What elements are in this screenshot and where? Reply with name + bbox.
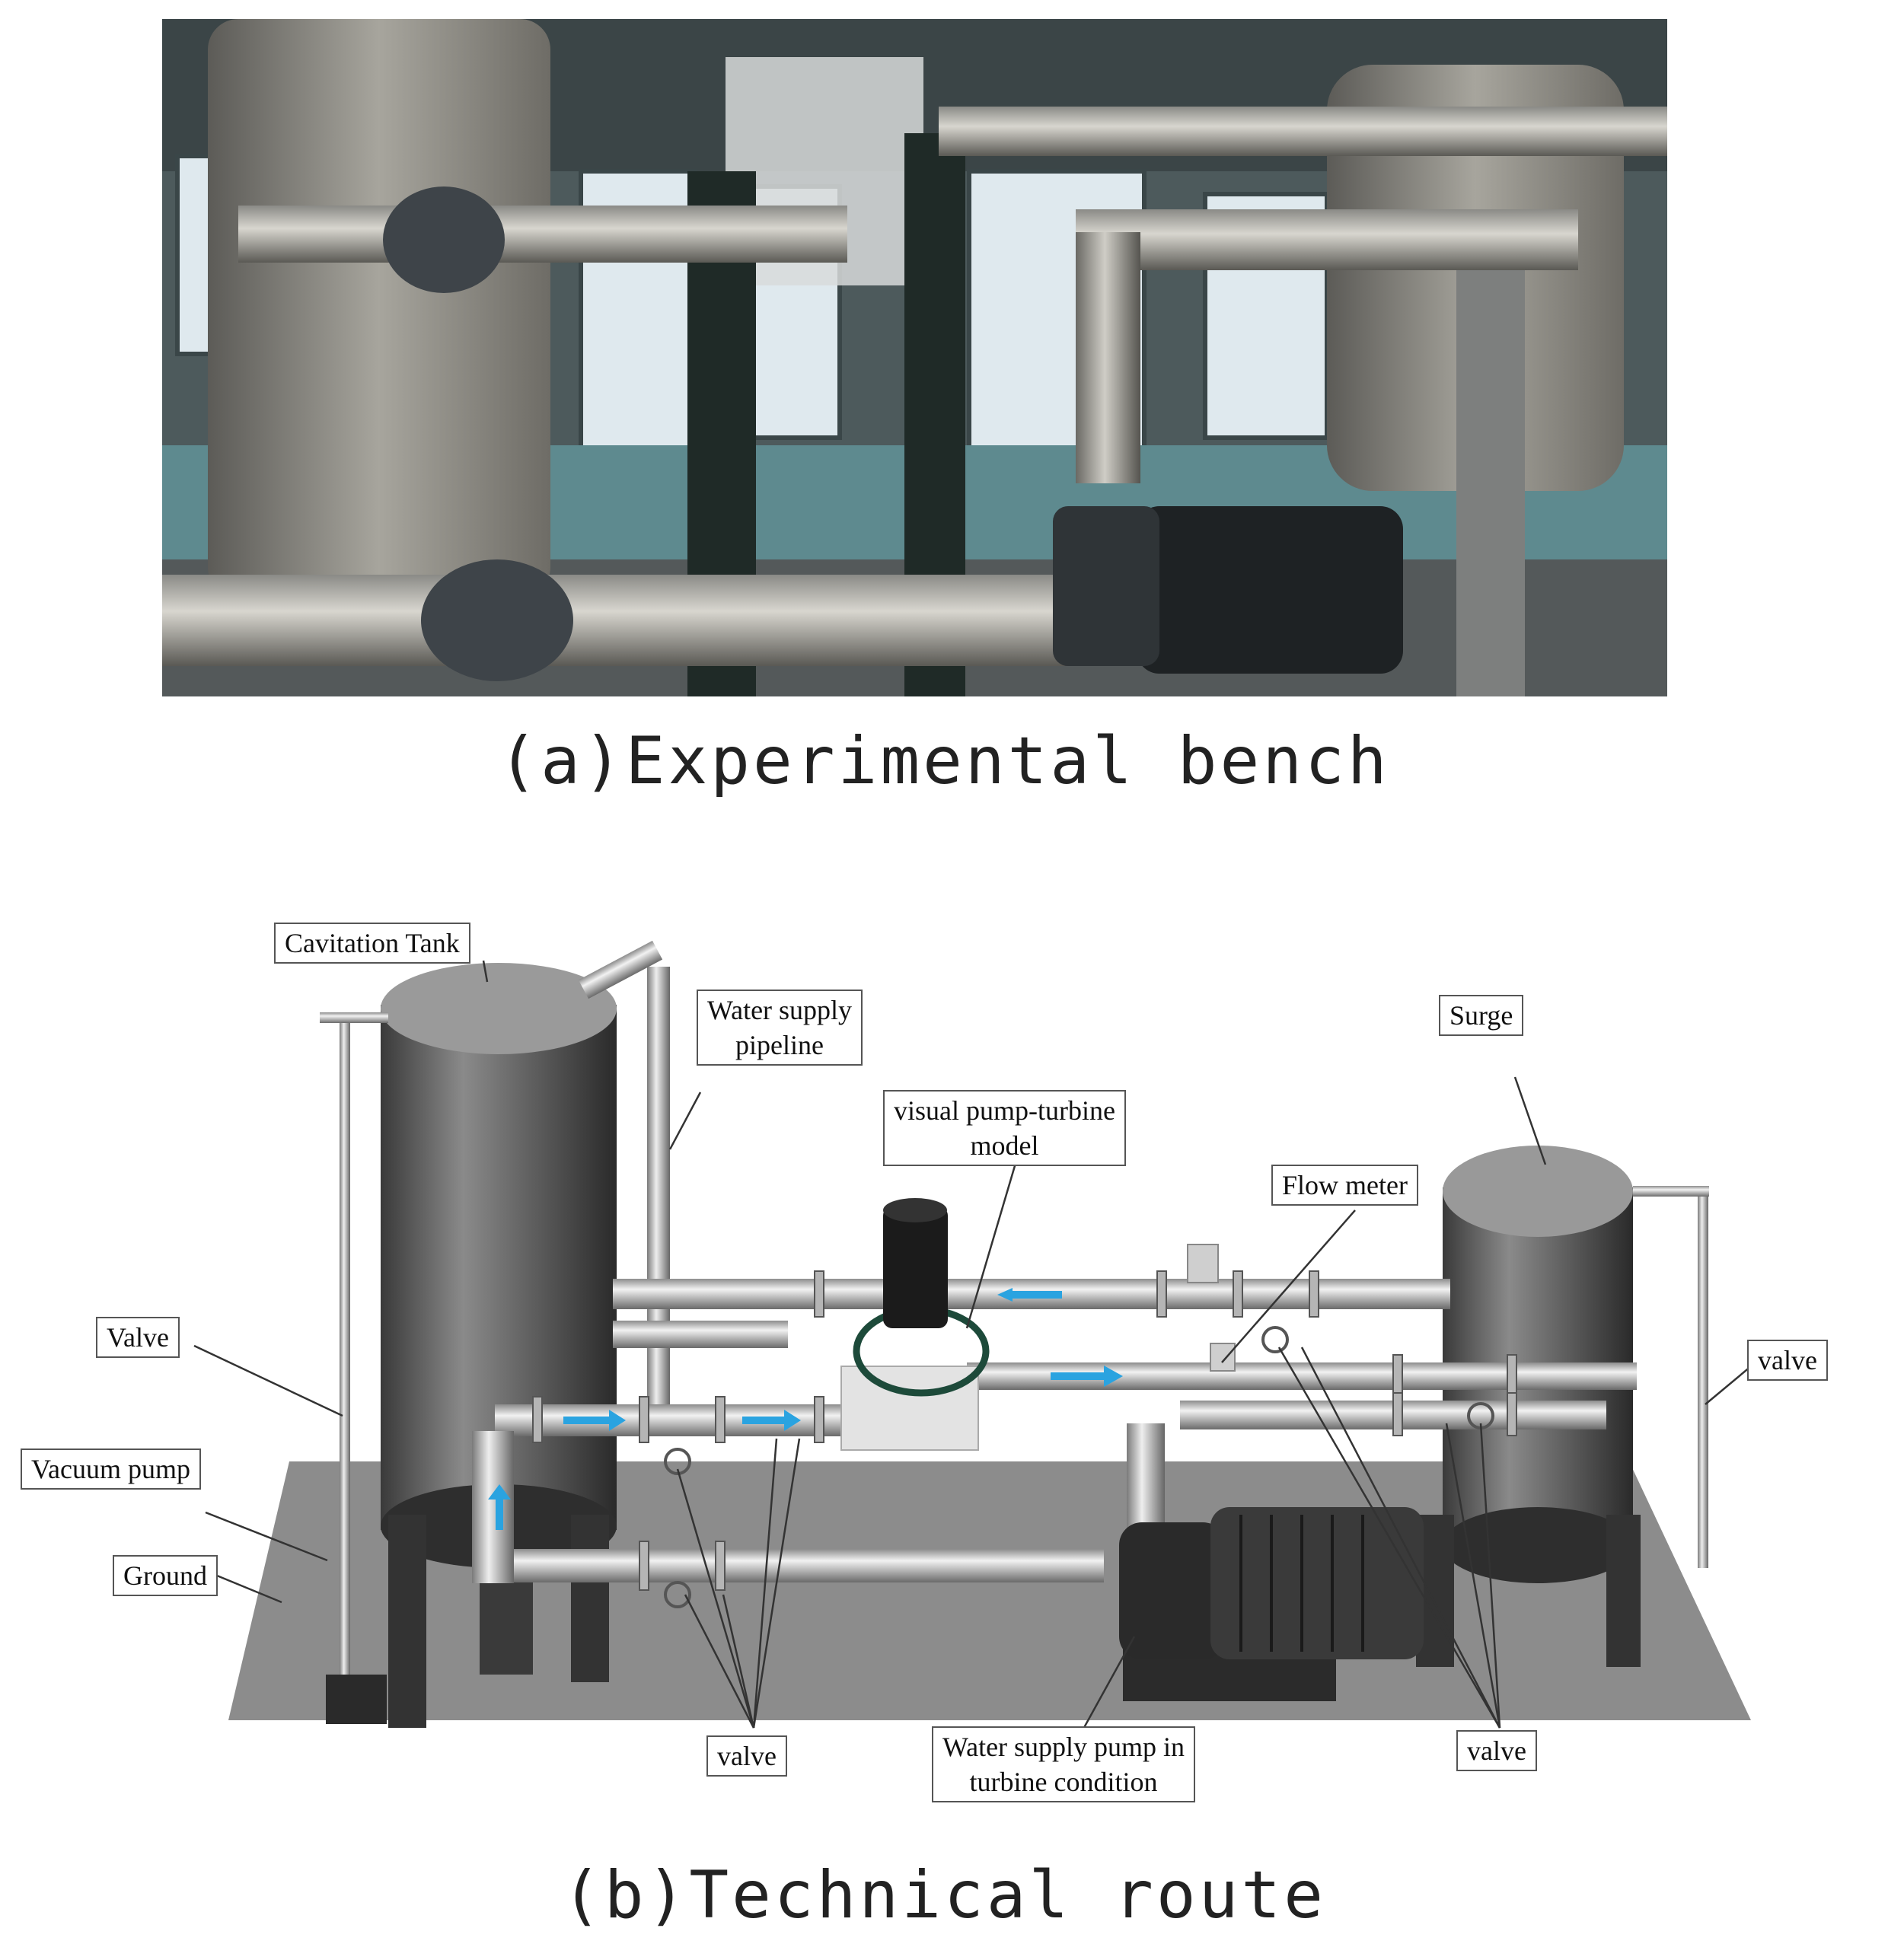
vacuum-line-pipe xyxy=(340,1020,350,1682)
visual-model-housing xyxy=(840,1366,979,1451)
label-visual-model-line1: visual pump-turbine xyxy=(894,1095,1115,1126)
surge-vent-pipe xyxy=(1698,1195,1708,1568)
visual-model-motor xyxy=(883,1206,948,1328)
label-flow-meter: Flow meter xyxy=(1271,1165,1418,1206)
support-beam-right xyxy=(1456,270,1525,696)
surge-tank-leg-right xyxy=(1606,1515,1641,1667)
technical-route-diagram xyxy=(193,940,1752,1748)
cavitation-tank-top xyxy=(381,963,617,1054)
surge-vent-top xyxy=(1633,1186,1709,1197)
left-riser xyxy=(472,1431,514,1583)
label-visual-model-line2: model xyxy=(970,1130,1039,1161)
caption-technical-route: (b)Technical route xyxy=(562,1857,1326,1933)
label-visual-pump-turbine-model: visual pump-turbine model xyxy=(883,1090,1126,1166)
label-water-supply-line2: pipeline xyxy=(735,1030,824,1060)
pump-riser xyxy=(1127,1423,1165,1538)
lower-supply-pipe xyxy=(495,1404,860,1436)
water-supply-vertical xyxy=(647,967,670,1416)
vacuum-pump-box xyxy=(326,1675,387,1724)
motor-fins xyxy=(1239,1515,1364,1652)
pipe-flanges xyxy=(532,1270,1517,1591)
label-water-supply-pump: Water supply pump in turbine condition xyxy=(932,1726,1196,1802)
label-surge: Surge xyxy=(1439,995,1524,1036)
label-ground: Ground xyxy=(113,1555,218,1596)
supply-pump-motor xyxy=(1210,1507,1424,1659)
flow-meter-upper xyxy=(1187,1244,1219,1283)
flow-arrows xyxy=(488,1288,1123,1530)
surge-tank-top xyxy=(1443,1146,1633,1237)
label-valve-left: Valve xyxy=(96,1317,180,1358)
water-supply-elbow xyxy=(578,940,663,999)
bottom-pipe xyxy=(487,1549,1104,1582)
experimental-bench-photo xyxy=(162,19,1667,696)
lower-valve xyxy=(421,559,573,681)
cavitation-tank-leg-right xyxy=(571,1515,609,1682)
vacuum-line-top xyxy=(320,1012,388,1023)
label-supply-pump-line2: turbine condition xyxy=(969,1767,1158,1797)
upper-pipe-2 xyxy=(613,1321,788,1348)
visual-model-motor-cap xyxy=(883,1198,947,1222)
label-vacuum-pump: Vacuum pump xyxy=(21,1448,201,1490)
pump-motor xyxy=(1137,506,1403,674)
caption-experimental-bench: (a)Experimental bench xyxy=(498,723,1390,799)
label-supply-pump-line1: Water supply pump in xyxy=(942,1732,1185,1762)
label-valve-bottom-right: valve xyxy=(1456,1730,1537,1771)
label-water-supply-line1: Water supply xyxy=(707,995,853,1025)
label-water-supply-pipeline: Water supply pipeline xyxy=(697,990,863,1066)
upper-pipe-right xyxy=(939,107,1667,156)
left-tank xyxy=(208,19,550,598)
flow-meter-lower xyxy=(1210,1343,1236,1372)
label-valve-right: valve xyxy=(1747,1340,1828,1381)
vertical-pipe-right xyxy=(1076,232,1140,483)
lower-pipe xyxy=(162,575,1076,666)
middle-pipe-right xyxy=(1076,209,1578,270)
upper-valve xyxy=(383,186,505,293)
supply-pump-casing xyxy=(1119,1522,1226,1659)
surge-tank-bottom xyxy=(1443,1507,1633,1583)
label-cavitation-tank: Cavitation Tank xyxy=(274,923,470,964)
upper-pipe-left xyxy=(238,206,847,263)
cavitation-tank-leg-left xyxy=(388,1515,426,1728)
label-valve-bottom-left: valve xyxy=(706,1735,787,1777)
pump-casing xyxy=(1053,506,1159,666)
